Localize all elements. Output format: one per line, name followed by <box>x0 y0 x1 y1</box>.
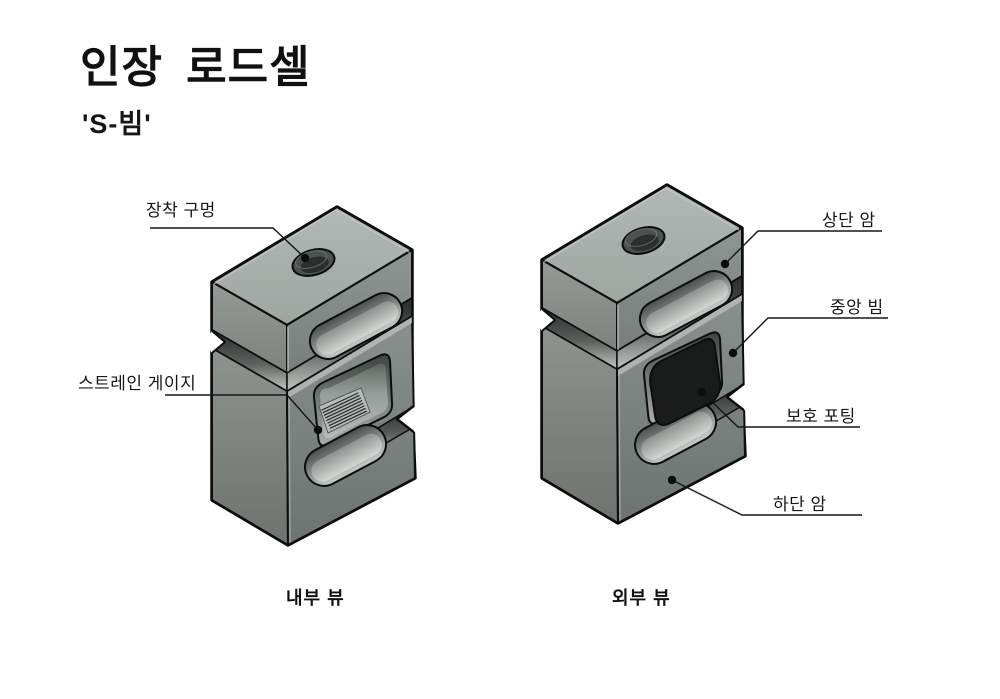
leader-lower-arm <box>671 479 862 516</box>
callout-label-strain-gauge: 스트레인 게이지 <box>78 374 197 393</box>
callout-label-mounting-hole: 장착 구멍 <box>146 201 216 220</box>
callout-label-upper-arm: 상단 암 <box>822 211 876 230</box>
callout-label-lower-arm: 하단 암 <box>773 495 827 514</box>
leader-dots <box>300 253 738 485</box>
protective-potting <box>649 338 722 426</box>
leader-potting <box>701 391 860 428</box>
page-title: 인장 로드셀 <box>80 43 311 92</box>
leader-mounting-hole <box>150 227 306 259</box>
callout-label-center-beam: 중앙 빔 <box>830 298 884 317</box>
leader-upper-arm <box>724 230 882 265</box>
caption-internal-view: 내부 뷰 <box>286 588 345 608</box>
leader-center-beam <box>732 317 888 354</box>
page-subtitle: 'S-빔' <box>82 109 152 139</box>
leader-strain-gauge <box>165 394 319 431</box>
leader-lines <box>150 227 888 516</box>
loadcell-internal-view <box>209 205 418 547</box>
loadcell-external-view <box>539 183 748 525</box>
caption-external-view: 외부 뷰 <box>612 588 671 608</box>
callout-label-protective-potting: 보호 포팅 <box>786 407 856 426</box>
